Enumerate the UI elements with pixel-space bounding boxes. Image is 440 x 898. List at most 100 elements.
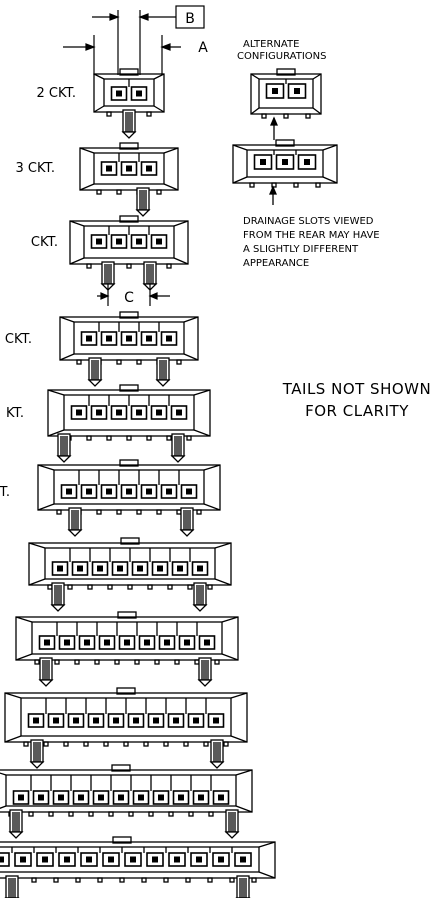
connector-11-ckt: [0, 764, 253, 839]
latch-bump: [117, 611, 137, 619]
pin-terminal: [116, 238, 122, 245]
pin-cavity: [107, 713, 125, 728]
pin-cavity: [146, 852, 164, 867]
flange-edge: [258, 871, 276, 879]
latch-bump: [120, 537, 140, 545]
peg-tip: [209, 761, 225, 769]
flange-edge: [193, 429, 211, 437]
peg-tip: [87, 379, 103, 387]
pin-terminal: [116, 409, 122, 416]
drainage-slot: [207, 877, 213, 883]
drainage-slot: [53, 877, 59, 883]
pin-terminal: [86, 856, 92, 863]
drainage-slot: [56, 509, 62, 515]
peg-body: [180, 507, 194, 531]
flange-edge: [173, 220, 189, 227]
pin-terminal: [260, 159, 266, 165]
housing-inner: [31, 621, 223, 655]
drainage-slot: [86, 263, 92, 269]
pin-cavity: [14, 852, 32, 867]
drainage-slot: [106, 111, 112, 117]
housing-outline: [15, 616, 239, 661]
connector-6-ckt: [47, 384, 211, 463]
peg-body: [68, 507, 82, 531]
flange-edge: [28, 542, 46, 549]
pin-cavity: [72, 790, 90, 805]
pin-cavity: [191, 561, 209, 576]
pin-cavity: [138, 635, 156, 650]
dimension-c-label: C: [124, 290, 134, 306]
drainage-slot: [156, 509, 162, 515]
pin-terminal: [64, 856, 70, 863]
dimension-a-label: A: [198, 40, 208, 56]
pin-terminal: [204, 639, 210, 646]
drainage-slot: [68, 811, 74, 817]
drainage-slot: [96, 509, 102, 515]
connector-7-ckt: [37, 459, 221, 537]
pin-terminal: [138, 794, 144, 801]
drainage-slot: [251, 877, 257, 883]
drainage-slot: [76, 359, 82, 365]
drainage-slot: [183, 741, 189, 747]
pin-cavity: [160, 331, 178, 346]
drainage-slot: [229, 877, 235, 883]
latch-bump: [119, 68, 139, 76]
drainage-slot: [207, 584, 213, 590]
drainage-slot: [187, 584, 193, 590]
connector-10-ckt: [4, 687, 248, 769]
flange-edge: [93, 105, 105, 113]
peg-tip: [179, 529, 195, 537]
alternate-title-line2: CONFIGURATIONS: [237, 51, 326, 62]
pin-cavity: [32, 790, 50, 805]
drainage-slot: [108, 811, 114, 817]
pin-cavity: [58, 635, 76, 650]
latch-bump: [119, 142, 139, 150]
row-label: CKT.: [5, 332, 32, 347]
peg-body: [30, 739, 44, 763]
flange-edge: [312, 73, 322, 80]
pin-cavity: [124, 852, 142, 867]
latch-bump: [275, 139, 295, 147]
pin-terminal: [130, 856, 136, 863]
drainage-slot: [168, 811, 174, 817]
pin-cavity: [111, 561, 129, 576]
drainage-slot: [249, 182, 255, 188]
pin-terminal: [157, 565, 163, 572]
mounting-peg: [121, 109, 137, 139]
flange-edge: [221, 616, 239, 623]
peg-tip: [224, 831, 240, 839]
row-label: 3 CKT.: [15, 161, 55, 176]
connector-5-ckt: [59, 311, 199, 387]
pin-cavity: [78, 635, 96, 650]
flange-edge: [203, 464, 221, 471]
pin-terminal: [178, 794, 184, 801]
pin-cavity: [67, 713, 85, 728]
drainage-slot: [116, 189, 122, 195]
pin-terminal: [58, 794, 64, 801]
drainage-slot: [48, 811, 54, 817]
flange-edge: [183, 316, 199, 323]
pin-cavity: [0, 852, 10, 867]
drainage-slot: [119, 877, 125, 883]
row-label: KT.: [6, 406, 24, 421]
pin-cavity: [151, 561, 169, 576]
latch-bump: [119, 215, 139, 223]
pin-terminal: [153, 717, 159, 724]
housing-outline: [232, 144, 338, 184]
mounting-peg: [209, 739, 225, 769]
pin-cavity: [36, 852, 54, 867]
drainage-slot: [106, 435, 112, 441]
drainage-slot: [94, 659, 100, 665]
pin-terminal: [174, 856, 180, 863]
pin-terminal: [136, 409, 142, 416]
connector-9-ckt: [15, 611, 239, 687]
pin-cavity: [234, 852, 252, 867]
peg-body: [156, 357, 170, 381]
pin-terminal: [158, 794, 164, 801]
latch-bump: [276, 68, 296, 76]
mounting-peg: [4, 875, 20, 898]
pin-cavity: [98, 635, 116, 650]
flange-edge: [79, 147, 95, 154]
peg-tip: [135, 209, 151, 217]
